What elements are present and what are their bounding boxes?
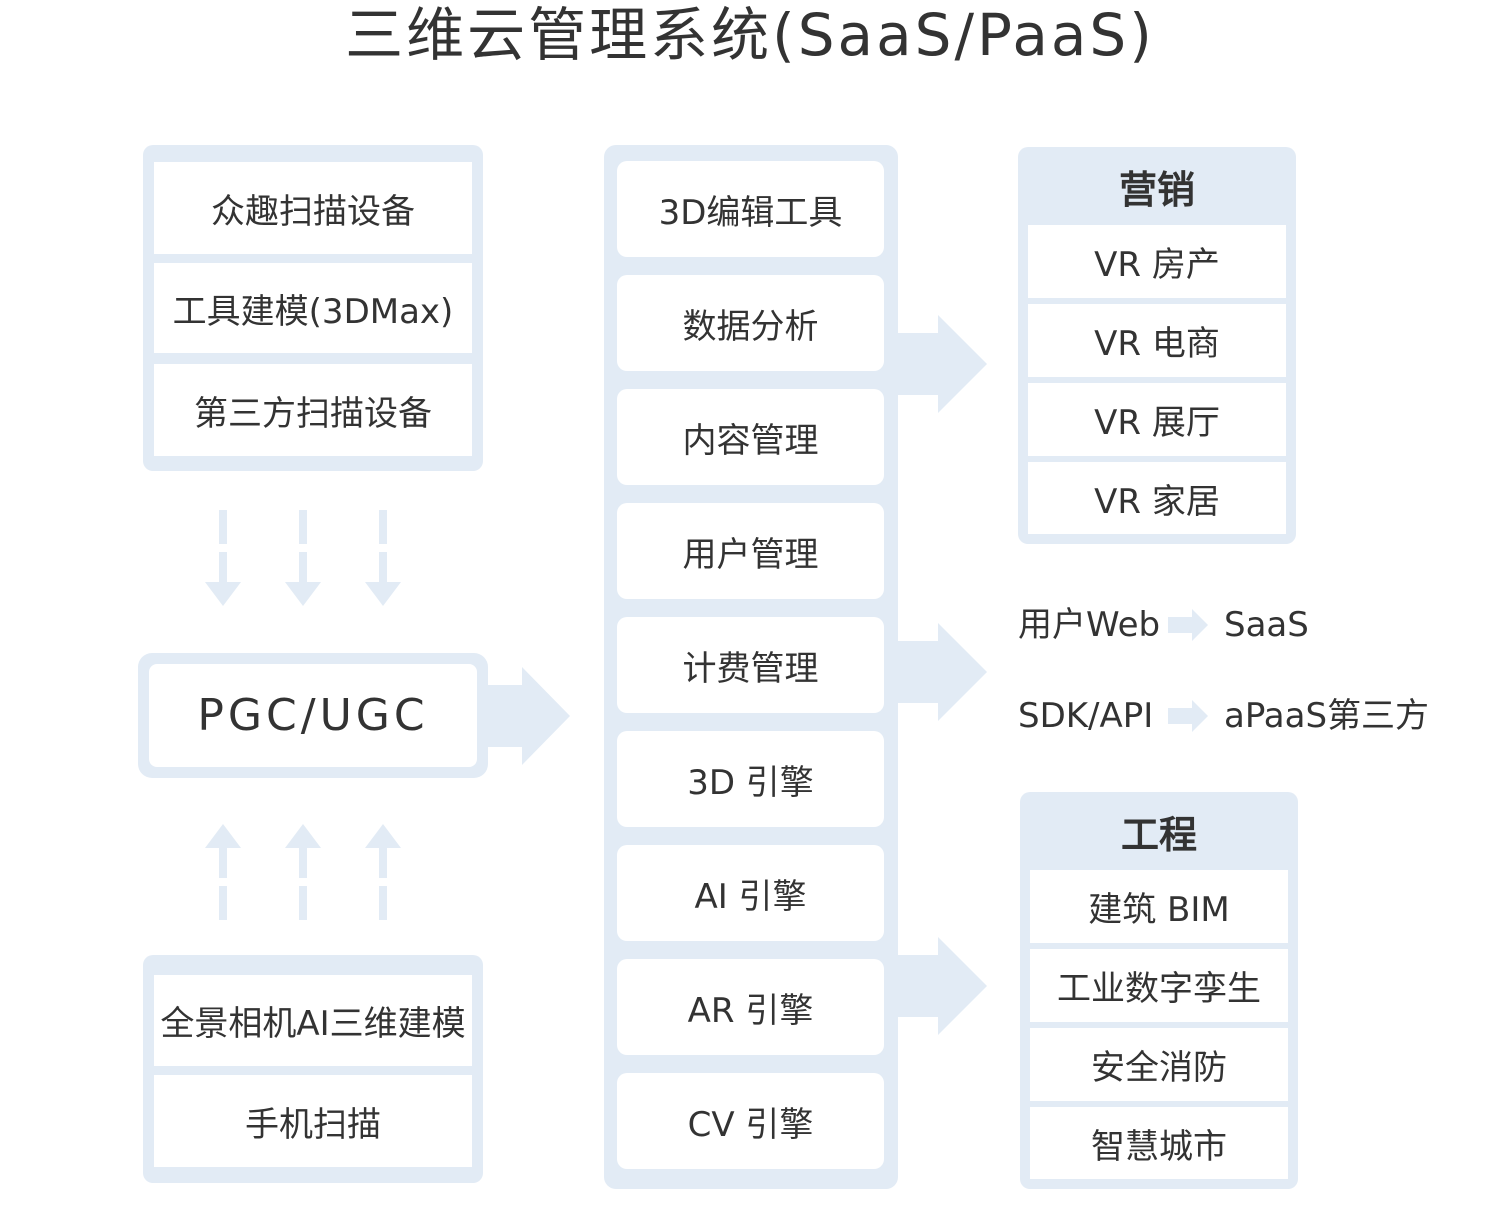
pgc-to-modules-arrow xyxy=(486,667,570,765)
module-item: 3D 引擎 xyxy=(617,731,884,827)
pgc-ugc-label: PGC/UGC xyxy=(149,664,477,767)
marketing-item: VR 展厅 xyxy=(1028,383,1286,456)
marketing-item: VR 电商 xyxy=(1028,304,1286,377)
marketing-item: VR 房产 xyxy=(1028,225,1286,298)
up-arrow-2 xyxy=(285,824,321,920)
modules-to-engineering-arrow xyxy=(896,937,987,1035)
up-arrow-3 xyxy=(365,824,401,920)
module-item: AR 引擎 xyxy=(617,959,884,1055)
engineering-panel: 工程 建筑 BIM 工业数字孪生 安全消防 智慧城市 xyxy=(1020,792,1298,1189)
engineering-item: 智慧城市 xyxy=(1030,1107,1288,1179)
engineering-item: 建筑 BIM xyxy=(1030,870,1288,943)
bottom-sources-panel: 全景相机AI三维建模 手机扫描 xyxy=(143,955,483,1183)
top-sources-panel: 众趣扫描设备 工具建模(3DMax) 第三方扫描设备 xyxy=(143,145,483,471)
engineering-item: 工业数字孪生 xyxy=(1030,949,1288,1022)
source-item: 手机扫描 xyxy=(154,1075,472,1167)
pgc-ugc-box: PGC/UGC xyxy=(138,653,488,778)
channel-to-saas: SaaS xyxy=(1224,605,1309,645)
module-item: AI 引擎 xyxy=(617,845,884,941)
modules-panel: 3D编辑工具 数据分析 内容管理 用户管理 计费管理 3D 引擎 AI 引擎 A… xyxy=(604,145,898,1189)
source-item: 全景相机AI三维建模 xyxy=(154,975,472,1066)
marketing-title: 营销 xyxy=(1118,167,1195,212)
module-item: 3D编辑工具 xyxy=(617,161,884,257)
module-item: CV 引擎 xyxy=(617,1073,884,1169)
marketing-panel: 营销 VR 房产 VR 电商 VR 展厅 VR 家居 xyxy=(1018,147,1296,544)
module-item: 计费管理 xyxy=(617,617,884,713)
channel-to-apaas: aPaaS第三方 xyxy=(1224,696,1430,736)
sdk-to-apaas-arrow xyxy=(1168,700,1208,732)
module-item: 数据分析 xyxy=(617,275,884,371)
modules-to-marketing-arrow xyxy=(896,315,987,413)
down-arrow-2 xyxy=(285,510,321,606)
web-to-saas-arrow xyxy=(1168,609,1208,641)
marketing-item: VR 家居 xyxy=(1028,462,1286,534)
down-arrow-3 xyxy=(365,510,401,606)
modules-to-channels-arrow xyxy=(896,623,987,721)
source-item: 工具建模(3DMax) xyxy=(154,263,472,353)
diagram-title: 三维云管理系统(SaaS/PaaS) xyxy=(345,1,1155,69)
channel-from-sdk: SDK/API xyxy=(1018,696,1154,736)
source-item: 第三方扫描设备 xyxy=(154,364,472,456)
module-item: 用户管理 xyxy=(617,503,884,599)
up-arrow-1 xyxy=(205,824,241,920)
engineering-item: 安全消防 xyxy=(1030,1028,1288,1101)
source-item: 众趣扫描设备 xyxy=(154,162,472,254)
down-arrow-1 xyxy=(205,510,241,606)
module-item: 内容管理 xyxy=(617,389,884,485)
engineering-title: 工程 xyxy=(1120,812,1197,857)
channel-from-web: 用户Web xyxy=(1018,605,1161,645)
